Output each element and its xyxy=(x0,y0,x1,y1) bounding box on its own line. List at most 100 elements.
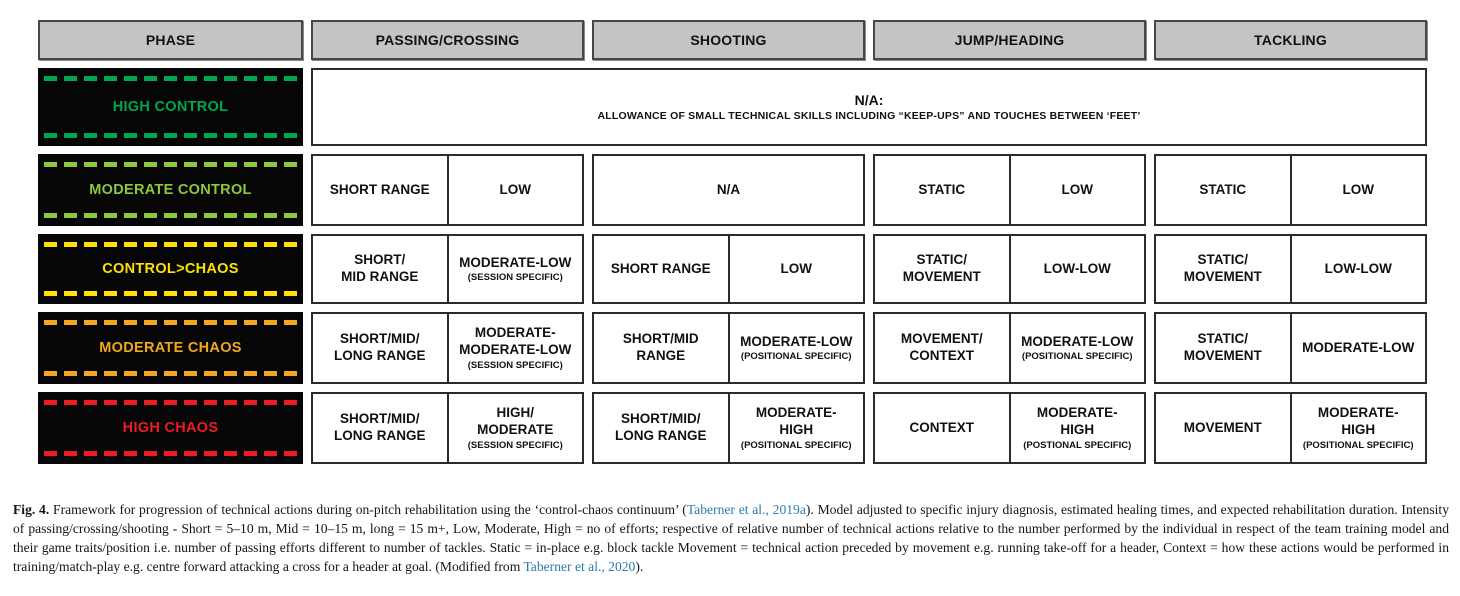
cell-sub-text: (POSITIONAL SPECIFIC) xyxy=(740,439,852,451)
cell-main-text: LOW xyxy=(499,181,532,197)
phase-dashed-line-bottom xyxy=(44,371,297,376)
cell-left-value: STATIC xyxy=(875,156,1009,224)
cell-main-text: SHORT/MID/ LONG RANGE xyxy=(614,411,707,443)
cell-left-value: STATIC/ MOVEMENT xyxy=(1156,236,1290,302)
cell-main-text: LOW xyxy=(1342,181,1375,197)
phase-label: MODERATE CONTROL xyxy=(89,182,252,198)
phase-cell-control-chaos: CONTROL>CHAOS xyxy=(38,234,303,304)
cell-main-text: MODERATE- HIGH xyxy=(755,405,837,437)
phase-cell-high-chaos: HIGH CHAOS xyxy=(38,392,303,464)
na-title: N/A: xyxy=(854,92,884,108)
phase-dashed-line-top xyxy=(44,320,297,325)
cell-main-text: MODERATE-LOW xyxy=(1302,339,1415,355)
cell-main-text: STATIC xyxy=(1199,181,1247,197)
column-header-label: TACKLING xyxy=(1254,32,1327,48)
cell-sub-text: (POSITIONAL SPECIFIC) xyxy=(740,351,852,363)
cell-main-text: LOW xyxy=(1061,181,1094,197)
cell-right-value: LOW xyxy=(1289,156,1426,224)
cell-left-value: SHORT RANGE xyxy=(594,236,728,302)
cell-high-chaos-passing-crossing: SHORT/MID/ LONG RANGE HIGH/ MODERATE (SESS… xyxy=(311,392,584,464)
cell-sub-text: (SESSION SPECIFIC) xyxy=(467,359,563,371)
cell-right-value: LOW-LOW xyxy=(1289,236,1426,302)
phase-cell-moderate-control: MODERATE CONTROL xyxy=(38,154,303,226)
cell-left-value: STATIC xyxy=(1156,156,1290,224)
column-header-tackling: TACKLING xyxy=(1154,20,1427,60)
cell-main-text: SHORT RANGE xyxy=(610,260,711,276)
column-header-label: PASSING/CROSSING xyxy=(375,32,520,48)
cell-control-chaos-shooting: SHORT RANGE LOW xyxy=(592,234,865,304)
phase-label: HIGH CONTROL xyxy=(112,99,229,115)
cell-left-value: STATIC/ MOVEMENT xyxy=(1156,314,1290,382)
cell-main-text: SHORT RANGE xyxy=(329,181,430,197)
column-header-label: JUMP/HEADING xyxy=(954,32,1065,48)
cell-main-text: MODERATE-LOW xyxy=(459,254,572,270)
cell-right-value: MODERATE- MODERATE-LOW (SESSION SPECIFIC) xyxy=(446,314,583,382)
column-header-phase: PHASE xyxy=(38,20,303,60)
cell-left-value: SHORT/MID/ LONG RANGE xyxy=(594,394,728,462)
cell-left-value: SHORT/ MID RANGE xyxy=(313,236,447,302)
cell-moderate-control-passing-crossing: SHORT RANGE LOW xyxy=(311,154,584,226)
figure-label: Fig. 4. xyxy=(13,501,50,517)
cell-right-value: LOW xyxy=(727,236,864,302)
cell-control-chaos-jump-heading: STATIC/ MOVEMENT LOW-LOW xyxy=(873,234,1146,304)
phase-dashed-line-bottom xyxy=(44,133,297,138)
cell-moderate-chaos-tackling: STATIC/ MOVEMENT MODERATE-LOW xyxy=(1154,312,1427,384)
cell-moderate-control-tackling: STATIC LOW xyxy=(1154,154,1427,226)
cell-right-value: MODERATE-LOW (POSITIONAL SPECIFIC) xyxy=(1008,314,1145,382)
cell-left-value: SHORT/MID/ LONG RANGE xyxy=(313,394,447,462)
cell-moderate-chaos-shooting: SHORT/MID RANGE MODERATE-LOW (POSITIONAL S… xyxy=(592,312,865,384)
cell-right-value: HIGH/ MODERATE (SESSION SPECIFIC) xyxy=(446,394,583,462)
cell-main-text: MODERATE-LOW xyxy=(1021,333,1134,349)
cell-main-text: LOW xyxy=(780,260,813,276)
cell-main-text: MODERATE- HIGH xyxy=(1317,405,1399,437)
cell-high-chaos-jump-heading: CONTEXT MODERATE- HIGH(POSTIONAL SPECIFIC… xyxy=(873,392,1146,464)
cell-right-value: MODERATE- HIGH (POSITIONAL SPECIFIC) xyxy=(1289,394,1426,462)
column-header-shooting: SHOOTING xyxy=(592,20,865,60)
cell-right-value: MODERATE-LOW (POSITIONAL SPECIFIC) xyxy=(727,314,864,382)
phase-dashed-line-top xyxy=(44,400,297,405)
cell-main-text: MOVEMENT xyxy=(1183,419,1262,435)
phase-dashed-line-bottom xyxy=(44,213,297,218)
cell-left-value: STATIC/ MOVEMENT xyxy=(875,236,1009,302)
cell-moderate-control-shooting: N/A xyxy=(592,154,865,226)
cell-main-text: LOW-LOW xyxy=(1324,260,1392,276)
cell-main-text: CONTEXT xyxy=(909,419,974,435)
cell-main-text: SHORT/MID/ LONG RANGE xyxy=(333,411,426,443)
caption-text-3: ). xyxy=(635,559,644,575)
cell-main-text: SHORT/MID RANGE xyxy=(622,331,699,363)
cell-left-value: MOVEMENT xyxy=(1156,394,1290,462)
citation-link-taberner-2019a[interactable]: Taberner et al., 2019a xyxy=(686,501,806,517)
phase-dashed-line-top xyxy=(44,242,297,247)
cell-main-text: SHORT/ MID RANGE xyxy=(341,252,419,284)
citation-link-taberner-2020[interactable]: Taberner et al., 2020 xyxy=(523,559,636,575)
column-header-label: SHOOTING xyxy=(690,32,767,48)
cell-high-chaos-shooting: SHORT/MID/ LONG RANGE MODERATE- HIGH (POSI… xyxy=(592,392,865,464)
cell-main-text: MODERATE- MODERATE-LOW xyxy=(459,325,572,357)
cell-right-value: MODERATE- HIGH(POSTIONAL SPECIFIC) xyxy=(1008,394,1145,462)
cell-main-text: MODERATE-LOW xyxy=(740,333,853,349)
figure-caption: Fig. 4. Framework for progression of tec… xyxy=(13,500,1449,577)
phase-label: CONTROL>CHAOS xyxy=(102,261,239,277)
cell-high-chaos-tackling: MOVEMENT MODERATE- HIGH (POSITIONAL SPECIF… xyxy=(1154,392,1427,464)
cell-main-text: STATIC/ MOVEMENT xyxy=(902,252,981,284)
cell-sub-text: (POSITIONAL SPECIFIC) xyxy=(1302,439,1414,451)
cell-left-value: SHORT/MID RANGE xyxy=(594,314,728,382)
phase-label: HIGH CHAOS xyxy=(122,420,219,436)
cell-sub-text: (SESSION SPECIFIC) xyxy=(467,439,563,451)
na-subtitle: ALLOWANCE OF SMALL TECHNICAL SKILLS INCL… xyxy=(597,110,1141,122)
column-header-passing-crossing: PASSING/CROSSING xyxy=(311,20,584,60)
cell-left-value: CONTEXT xyxy=(875,394,1009,462)
cell-main-text: STATIC xyxy=(918,181,966,197)
phase-dashed-line-top xyxy=(44,162,297,167)
cell-main-text: LOW-LOW xyxy=(1043,260,1111,276)
cell-right-value: MODERATE- HIGH (POSITIONAL SPECIFIC) xyxy=(727,394,864,462)
na-allowance-cell: N/A: ALLOWANCE OF SMALL TECHNICAL SKILLS … xyxy=(311,68,1427,146)
cell-left-value: SHORT RANGE xyxy=(313,156,447,224)
cell-left-value: SHORT/MID/ LONG RANGE xyxy=(313,314,447,382)
cell-sub-text: (POSITIONAL SPECIFIC) xyxy=(1021,351,1133,363)
cell-main-text: HIGH/ MODERATE xyxy=(477,405,554,437)
caption-text-1: Framework for progression of technical a… xyxy=(49,501,687,517)
cell-main-text: MODERATE- HIGH xyxy=(1036,405,1118,437)
